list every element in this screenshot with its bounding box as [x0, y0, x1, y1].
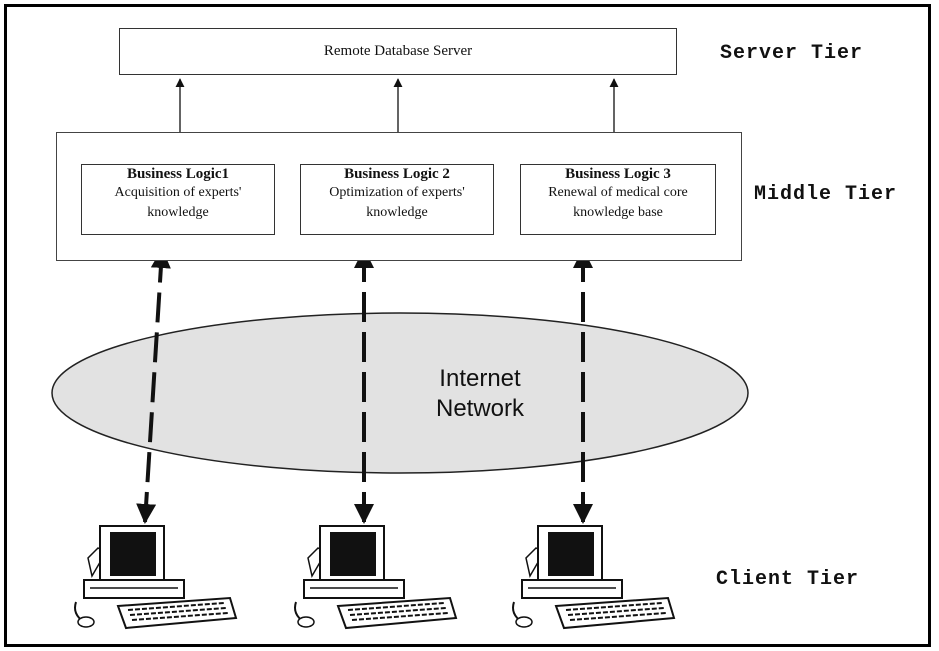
logic-2-title: Business Logic 2	[344, 166, 450, 182]
logic-2-line1: Optimization of experts'	[329, 185, 465, 200]
logic-1-line1: Acquisition of experts'	[114, 185, 242, 200]
logic-3-title: Business Logic 3	[565, 166, 671, 182]
network-line2: Network	[435, 395, 525, 422]
logic-3-line1: Renewal of medical core	[548, 185, 688, 200]
network-line1: Internet	[439, 365, 521, 392]
server-label: Remote Database Server	[323, 43, 473, 59]
logic-1-line2: knowledge	[147, 205, 209, 220]
logic-3-line2: knowledge base	[573, 205, 663, 220]
internet-network-label: Internet Network	[400, 364, 560, 424]
client1-middle-arrow	[136, 248, 171, 524]
desktop-computer-icon	[512, 525, 676, 630]
business-logic-2-box: Business Logic 2 Optimization of experts…	[300, 164, 494, 235]
remote-database-server-box: Remote Database Server	[119, 28, 677, 75]
desktop-computer-icon	[74, 525, 238, 630]
business-logic-1-box: Business Logic1 Acquisition of experts' …	[81, 164, 275, 235]
middle-tier-label: Middle Tier	[754, 183, 898, 206]
server-tier-label: Server Tier	[720, 42, 864, 65]
client-tier-label: Client Tier	[716, 568, 860, 591]
logic-2-line2: knowledge	[366, 205, 428, 220]
logic-1-title: Business Logic1	[126, 166, 230, 182]
desktop-computer-icon	[294, 525, 458, 630]
business-logic-3-box: Business Logic 3 Renewal of medical core…	[520, 164, 716, 235]
